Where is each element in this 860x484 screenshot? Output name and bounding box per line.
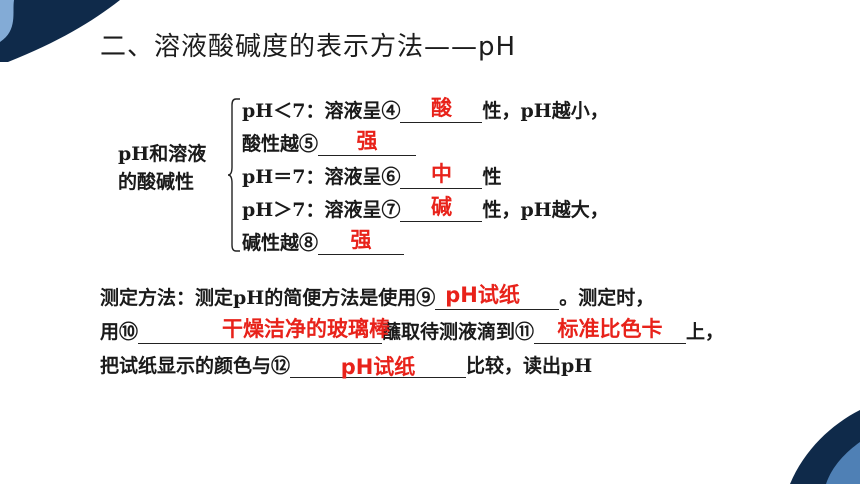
relation-line-1: pH＜7：溶液呈④ 酸 性，pH越小， [242,93,609,123]
answer-5: 强 [356,129,378,153]
method-line-1: 测定方法：测定pH的简便方法是使用⑨ pH试纸 。测定时， [100,280,654,310]
relation-line-4-post: 性，pH越大， [482,199,609,221]
answer-12: pH试纸 [340,355,416,379]
ph-acidity-label: pH和溶液 的酸碱性 [118,140,228,196]
method-line-2-pre: 用⑩ [100,321,139,343]
ph-acidity-label-line1: pH和溶液 [118,143,207,165]
method-line-2-mid: 蘸取待测液滴到⑪ [382,321,535,343]
method-line-2: 用⑩ 干燥洁净的玻璃棒 蘸取待测液滴到⑪ 标准比色卡 上， [100,314,724,344]
relation-line-3-post: 性 [482,166,502,188]
answer-9: pH试纸 [445,283,520,307]
answer-6: 中 [430,162,452,186]
relation-line-5-pre: 碱性越⑧ [242,232,319,254]
blank-6: 中 [400,162,483,189]
page-title: 二、溶液酸碱度的表示方法——pH [100,32,517,62]
answer-4: 酸 [430,96,452,120]
method-line-1-pre: 测定方法：测定pH的简便方法是使用⑨ [100,287,436,309]
relation-line-4: pH＞7：溶液呈⑦ 碱 性，pH越大， [242,192,609,222]
method-line-3: 把试纸显示的颜色与⑫ pH试纸 比较，读出pH [100,348,593,379]
answer-8: 强 [350,228,372,252]
relation-line-4-pre: pH＞7：溶液呈⑦ [242,199,401,221]
left-brace [228,98,240,252]
relation-line-5: 碱性越⑧ 强 [242,225,405,255]
blank-10: 干燥洁净的玻璃棒 [138,317,390,344]
blank-7: 碱 [400,195,483,222]
blank-4: 酸 [400,96,483,123]
ph-acidity-label-line2: 的酸碱性 [118,171,195,193]
method-line-3-pre: 把试纸显示的颜色与⑫ [100,355,291,377]
relation-line-1-post: 性，pH越小， [482,100,609,122]
blank-11: 标准比色卡 [534,317,687,344]
answer-11: 标准比色卡 [557,317,663,341]
relation-line-2: 酸性越⑤ 强 [242,126,417,156]
blank-8: 强 [318,228,405,255]
answer-7: 碱 [430,195,452,219]
answer-10: 干燥洁净的玻璃棒 [222,317,391,341]
blank-5: 强 [318,129,417,156]
bottom-right-corner-decoration [790,410,860,484]
method-line-3-post: 比较，读出pH [466,355,593,377]
method-line-2-post: 上， [686,321,725,343]
relation-line-1-pre: pH＜7：溶液呈④ [242,100,401,122]
relation-line-3-pre: pH＝7：溶液呈⑥ [242,166,401,188]
method-line-1-post: 。测定时， [559,287,655,309]
blank-9: pH试纸 [435,283,560,310]
relation-line-3: pH＝7：溶液呈⑥ 中 性 [242,159,501,189]
blank-12: pH试纸 [290,353,467,379]
relation-line-2-pre: 酸性越⑤ [242,133,319,155]
